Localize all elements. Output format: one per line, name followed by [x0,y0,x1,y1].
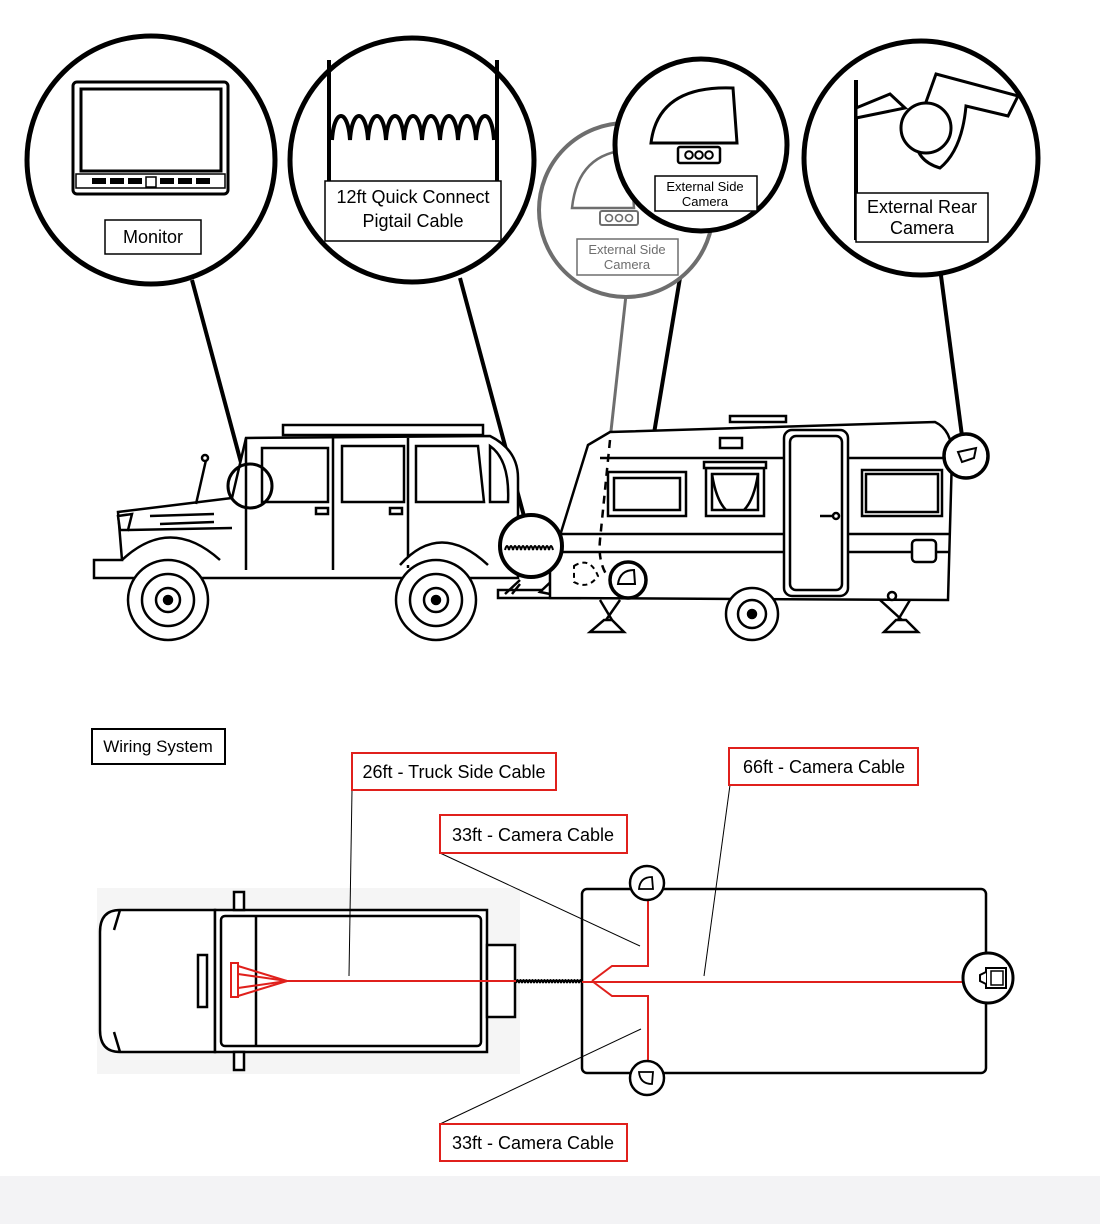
ghost-side-camera-label-2: Camera [604,257,651,272]
camera-cable-33-top-text: 33ft - Camera Cable [452,825,614,845]
side-camera-label-1: External Side [666,179,743,194]
label-66ft-camera-cable: 66ft - Camera Cable [728,747,919,786]
ghost-side-camera-label-1: External Side [588,242,665,257]
pigtail-coil [515,979,583,984]
camera-icon [616,568,637,585]
camera-icon [979,971,987,985]
cable-routes [230,898,964,1066]
side-camera-icon [649,86,739,145]
camera-hidden-icon [573,561,600,586]
side-camera-top-marker [628,864,666,902]
camera-icon [638,876,654,890]
pigtail-label-1: 12ft Quick Connect [336,187,489,207]
camera-icon [638,1071,654,1085]
rear-camera-location-marker [942,432,990,480]
side-camera-bottom-marker [628,1059,666,1097]
camera-cable-33-bottom-text: 33ft - Camera Cable [452,1133,614,1153]
rear-camera-label-2: Camera [890,218,955,238]
pigtail-location-marker [498,513,564,579]
monitor-location-marker [226,462,274,510]
pigtail-label-2: Pigtail Cable [362,211,463,231]
rear-camera-top-marker [961,951,1015,1005]
hidden-cable-route [598,439,612,575]
wiring-title: Wiring System [103,737,213,756]
rear-camera-icon [854,72,1021,170]
monitor-icon [71,80,230,196]
label-33ft-camera-cable-top: 33ft - Camera Cable [439,814,628,854]
coiled-cable-icon [330,114,496,141]
truck-side-cable-text: 26ft - Truck Side Cable [362,762,545,782]
camera-cable-66-text: 66ft - Camera Cable [743,757,905,777]
camper-illustration [548,414,954,642]
camera-icon [956,446,978,464]
label-33ft-camera-cable-bottom: 33ft - Camera Cable [439,1123,628,1162]
suv-illustration [92,423,520,642]
monitor-label: Monitor [123,227,183,247]
footer-bar [0,1176,1100,1224]
side-camera-label-2: Camera [682,194,729,209]
callout-pigtail: 12ft Quick Connect Pigtail Cable [287,35,537,285]
side-camera-location-marker [608,560,648,600]
callout-rear-camera: External Rear Camera [801,38,1041,278]
callout-side-camera: External Side Camera [612,56,790,234]
callout-monitor: Monitor [24,33,278,287]
cable-label-leaders [348,784,731,1125]
rear-camera-label-1: External Rear [867,197,977,217]
wiring-title-box: Wiring System [91,728,226,765]
ghost-leader [608,294,628,441]
label-truck-side-cable: 26ft - Truck Side Cable [351,752,557,791]
